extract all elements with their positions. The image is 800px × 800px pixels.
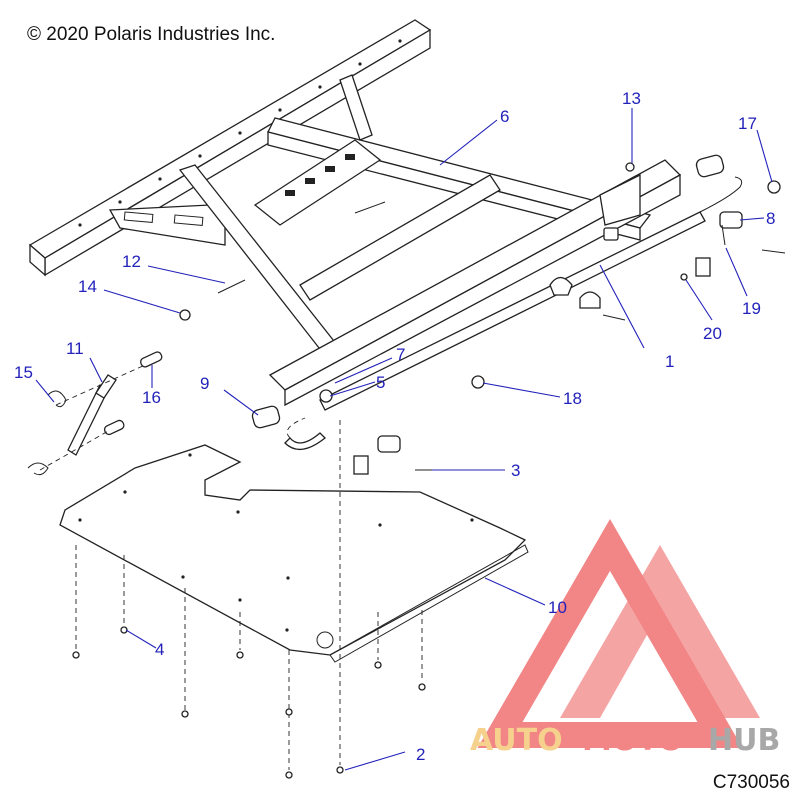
callout-20: 20 [703,324,722,343]
drawing-id: C730056 [712,772,790,793]
callout-1: 1 [665,352,674,371]
callout-labels: 1 2 3 4 5 6 7 8 9 10 11 12 13 14 15 16 1… [14,89,775,764]
callout-19: 19 [742,299,761,318]
callout-8: 8 [766,209,775,228]
callout-11: 11 [66,339,84,358]
callout-3: 3 [511,461,520,480]
callout-5: 5 [376,373,385,392]
callout-15: 15 [14,363,33,382]
callout-18: 18 [563,389,582,408]
callout-9: 9 [200,374,209,393]
fasteners [72,420,426,779]
stabilizer-bar [284,176,743,450]
callout-10: 10 [548,598,567,617]
skid-plate [59,444,529,663]
copyright-text: © 2020 Polaris Industries Inc. [27,24,276,45]
watermark-triangle [477,519,743,748]
watermark-logo: AUTO MOTO HUB [470,519,780,758]
callout-13: 13 [622,89,641,108]
callout-7: 7 [396,345,405,364]
callout-2: 2 [416,745,425,764]
callout-17: 17 [738,114,757,133]
watermark-text-auto: AUTO [470,723,563,758]
callout-6: 6 [500,107,509,126]
callout-4: 4 [155,640,164,659]
frame-assembly [28,19,682,407]
watermark-text-hub: HUB [708,723,780,758]
watermark-text-moto: MOTO [582,723,683,758]
callout-leaders [35,108,773,771]
callout-16: 16 [142,388,161,407]
gas-strut [27,351,163,476]
callout-12: 12 [122,252,141,271]
callout-14: 14 [78,277,97,296]
